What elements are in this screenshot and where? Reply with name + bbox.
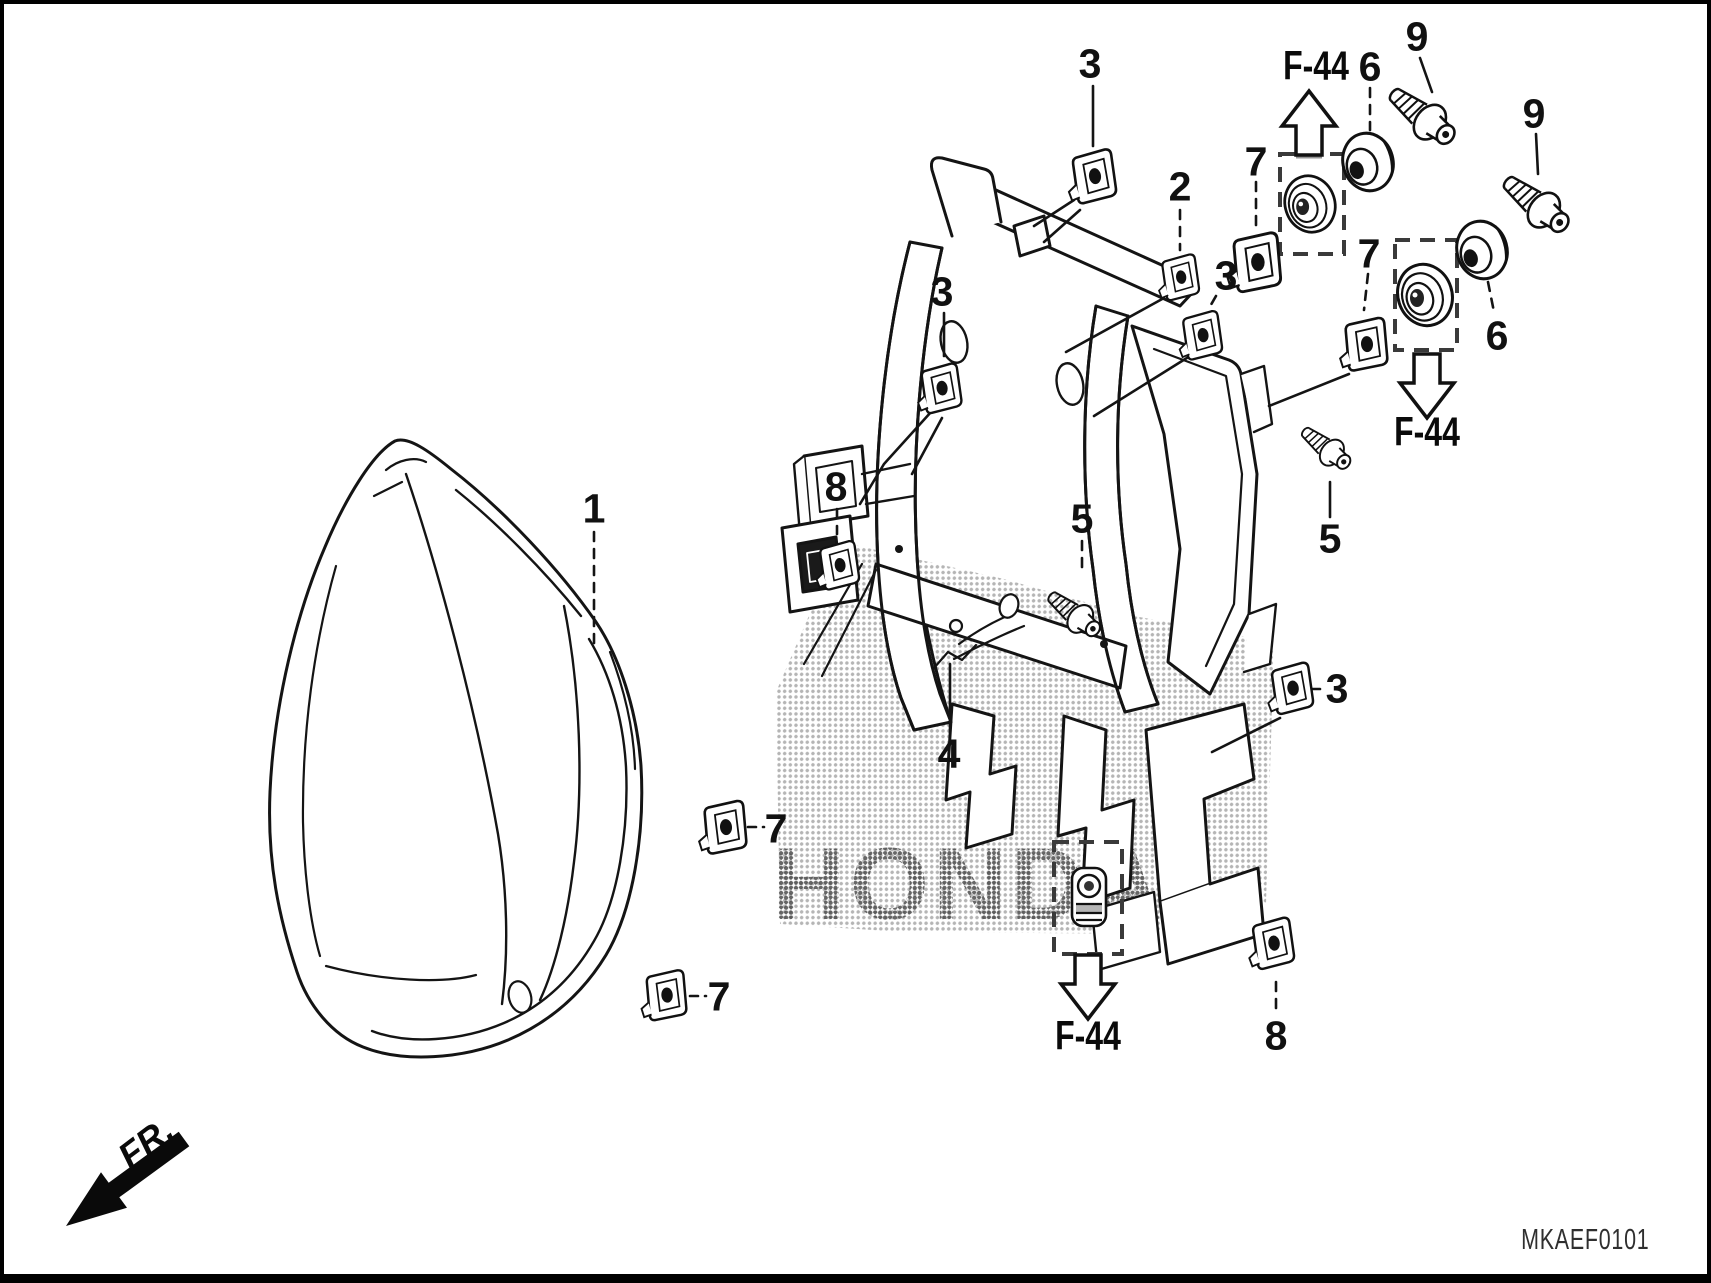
nut-icon [1448,214,1516,286]
callout-9a: 9 [1405,13,1429,60]
callout-8a: 8 [824,463,848,510]
callout-8b: 8 [1264,1012,1288,1059]
clip-icon [694,799,749,856]
callout-7a: 7 [1244,138,1268,185]
callout-7d: 7 [707,973,731,1020]
bolt-icon [1379,76,1465,156]
callout-9b: 9 [1522,90,1546,137]
cross-ref-f44-bottom: F-44 [1055,1012,1121,1059]
callout-3a: 3 [1078,40,1102,87]
callout-5b: 5 [1318,515,1342,562]
diagram-code: MKAEF0101 [1520,1224,1649,1256]
grommet-icon [1388,255,1462,335]
nut-icon [1334,126,1402,198]
clip-icon [1062,147,1119,207]
callout-6b: 6 [1485,312,1509,359]
diagram-canvas: HONDA [66,56,1579,1226]
callout-3b: 3 [930,268,954,315]
callout-7c: 7 [764,805,788,852]
callout-6a: 6 [1358,43,1382,90]
cross-ref-f44-right: F-44 [1394,408,1460,455]
fr-label: FR. [110,1109,181,1177]
grommet-icon [1276,167,1344,241]
grommet-side-icon [1070,866,1108,928]
clip-icon [637,968,689,1023]
bolt-icon [1493,164,1579,244]
leader-lines [592,56,1540,1014]
callout-5a: 5 [1070,495,1094,542]
arrow-up-icon [1282,91,1336,155]
callout-3d: 3 [1325,665,1349,712]
callout-3c: 3 [1214,252,1238,299]
clip-icon [1173,309,1225,363]
front-direction-arrow: FR. [66,1109,190,1226]
callout-1: 1 [582,485,606,532]
bracket-assembly-art [780,156,1278,972]
fr-arrow-icon [66,1131,190,1226]
clip-icon [1335,316,1390,373]
callout-2: 2 [1168,163,1192,210]
cover-part-art [268,438,644,1059]
callout-7b: 7 [1357,230,1381,277]
bolt-icon [1293,418,1359,478]
callout-4: 4 [937,730,961,777]
cross-ref-f44-top: F-44 [1283,42,1349,89]
